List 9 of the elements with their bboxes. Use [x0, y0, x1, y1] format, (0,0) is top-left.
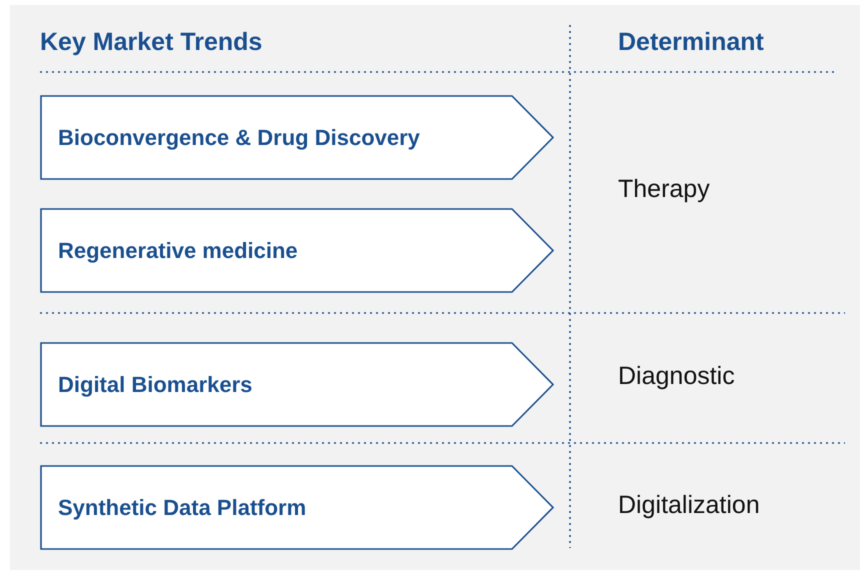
determinant-label: Digitalization — [618, 491, 760, 520]
determinant-label: Therapy — [618, 175, 710, 204]
trend-label: Synthetic Data Platform — [58, 494, 306, 520]
trend-label: Regenerative medicine — [58, 238, 298, 264]
column-heading: Determinant — [618, 28, 764, 57]
trend-label: Digital Biomarkers — [58, 372, 252, 398]
determinant-label: Diagnostic — [618, 362, 735, 391]
column-heading: Key Market Trends — [40, 28, 262, 57]
trend-label: Bioconvergence & Drug Discovery — [58, 124, 420, 150]
